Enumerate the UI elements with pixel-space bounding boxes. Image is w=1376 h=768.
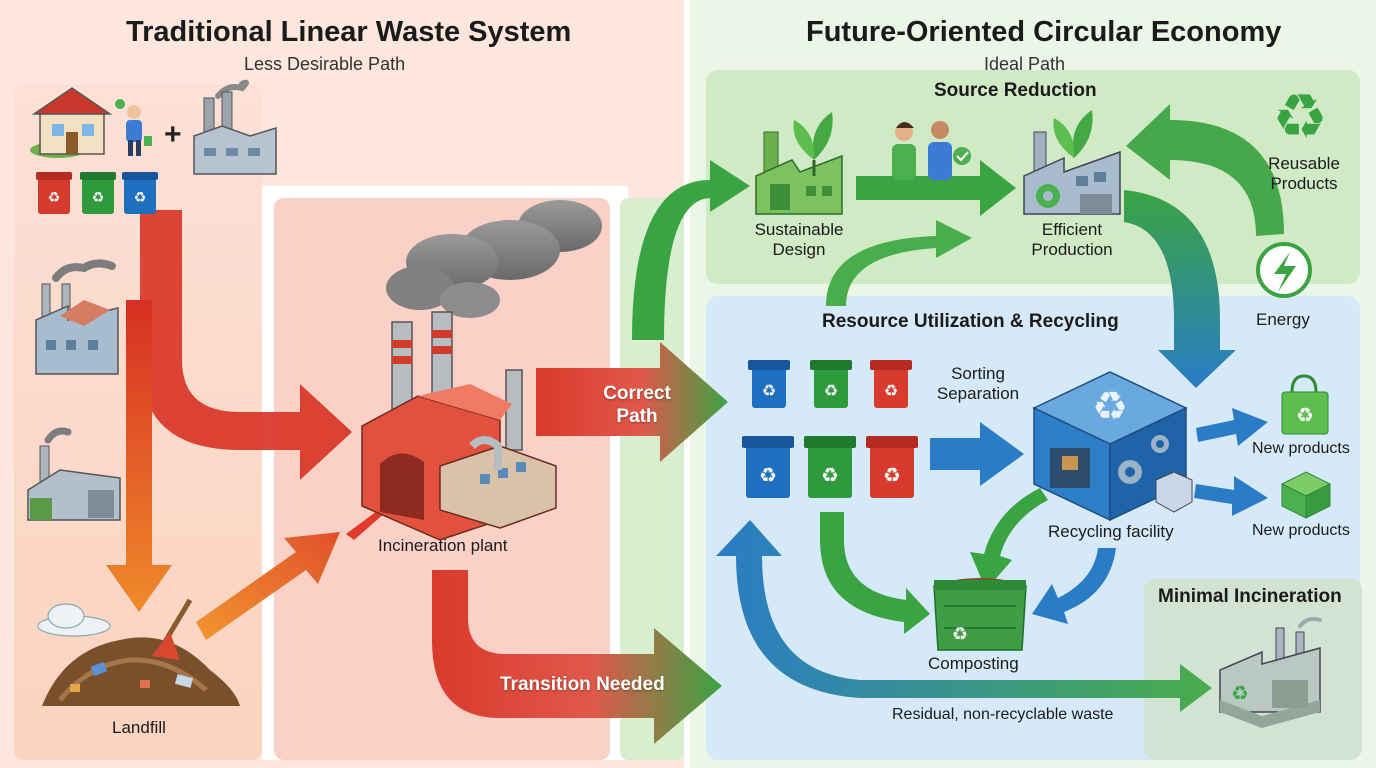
sustainable-design-label: Sustainable Design bbox=[754, 220, 844, 259]
linear-subtitle: Less Desirable Path bbox=[244, 54, 406, 74]
recycling-bin-icon: ♻ ♻ ♻ ♻ ♻ ♻ bbox=[742, 360, 918, 498]
minimal-incineration-heading: Minimal Incineration bbox=[1158, 586, 1342, 607]
recycling-facility-label: Recycling facility bbox=[1048, 522, 1174, 541]
factory-icon bbox=[35, 259, 119, 375]
new-products-label-1: New products bbox=[1252, 440, 1350, 457]
recycle-symbol-icon: ♻ bbox=[1270, 83, 1330, 152]
circular-subtitle: Ideal Path bbox=[984, 54, 1066, 74]
factory-icon bbox=[27, 427, 121, 521]
efficient-production-label: Efficient Production bbox=[1031, 220, 1113, 259]
svg-text:♻: ♻ bbox=[92, 189, 105, 205]
plus-sign: + bbox=[164, 118, 182, 151]
composting-label: Composting bbox=[928, 654, 1019, 673]
sorting-separation-label: Sorting Separation bbox=[936, 364, 1020, 403]
people-icon bbox=[892, 121, 971, 180]
small-incinerator-icon: ♻ bbox=[1219, 616, 1322, 728]
linear-title: Traditional Linear Waste System bbox=[126, 16, 572, 48]
svg-text:♻: ♻ bbox=[952, 624, 968, 644]
svg-text:♻: ♻ bbox=[134, 189, 147, 205]
svg-text:♻: ♻ bbox=[821, 465, 839, 487]
recycling-bin-icon: ♻ ♻ ♻ bbox=[36, 172, 158, 214]
source-reduction-heading: Source Reduction bbox=[934, 80, 1097, 101]
cloud-icon bbox=[37, 603, 111, 637]
person-icon bbox=[115, 99, 152, 156]
energy-icon bbox=[1256, 242, 1312, 298]
efficient-factory-icon bbox=[1023, 110, 1121, 215]
recycling-facility-icon: ♻ bbox=[1032, 371, 1193, 522]
svg-text:♻: ♻ bbox=[762, 383, 776, 400]
shopping-bag-icon: ♻ bbox=[1281, 374, 1329, 435]
svg-text:♻: ♻ bbox=[1272, 83, 1328, 152]
svg-text:♻: ♻ bbox=[1092, 385, 1128, 429]
compost-bin-icon: ♻ bbox=[933, 578, 1027, 651]
incineration-plant-icon bbox=[361, 200, 602, 541]
svg-text:♻: ♻ bbox=[824, 383, 838, 400]
svg-text:♻: ♻ bbox=[884, 383, 898, 400]
energy-label: Energy bbox=[1256, 310, 1310, 329]
svg-text:♻: ♻ bbox=[48, 189, 61, 205]
incineration-plant-label: Incineration plant bbox=[378, 536, 508, 555]
landfill-icon bbox=[42, 598, 240, 706]
new-products-label-2: New products bbox=[1252, 522, 1350, 539]
factory-icon bbox=[193, 79, 277, 175]
residual-waste-label: Residual, non-recyclable waste bbox=[892, 706, 1114, 723]
circular-title: Future-Oriented Circular Economy bbox=[806, 16, 1282, 48]
landfill-label: Landfill bbox=[112, 718, 166, 737]
reusable-products-label: Reusable Products bbox=[1268, 154, 1340, 193]
svg-text:♻: ♻ bbox=[1231, 683, 1249, 705]
transition-needed-label: Transition Needed bbox=[500, 674, 665, 695]
svg-text:♻: ♻ bbox=[759, 465, 777, 487]
house-icon bbox=[30, 87, 113, 158]
linear-flow-arrows bbox=[106, 210, 728, 744]
box-icon bbox=[1280, 471, 1332, 519]
sustainable-factory-icon bbox=[755, 112, 843, 215]
circular-flow-arrows bbox=[632, 104, 1284, 712]
svg-text:♻: ♻ bbox=[883, 465, 901, 487]
recycling-heading: Resource Utilization & Recycling bbox=[822, 311, 1119, 332]
correct-path-label: Correct Path bbox=[603, 383, 671, 427]
svg-text:♻: ♻ bbox=[1296, 405, 1314, 427]
